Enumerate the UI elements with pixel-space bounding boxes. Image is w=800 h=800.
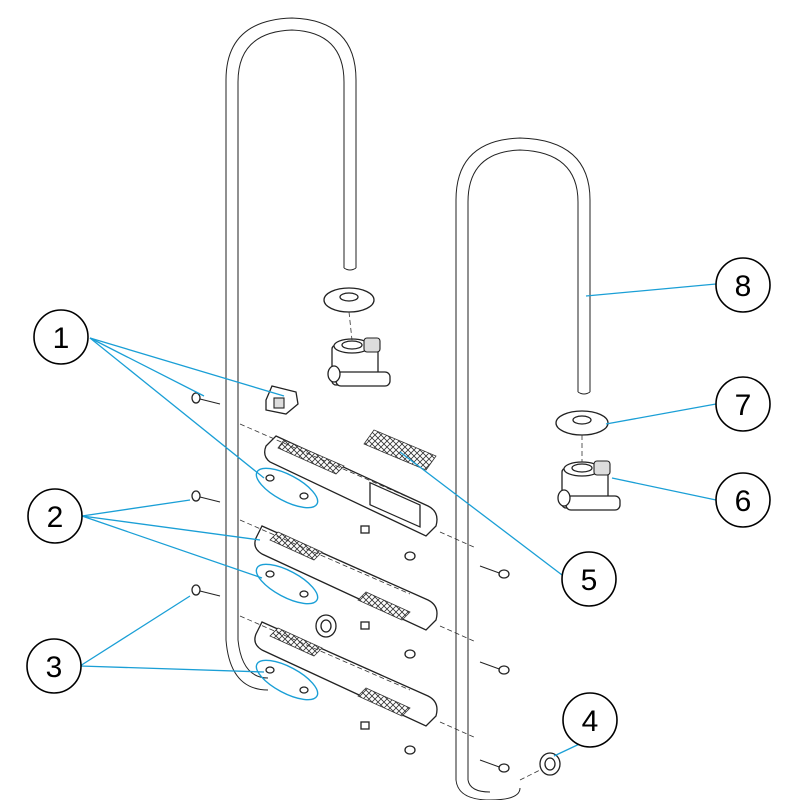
assembly-lines (239, 423, 477, 739)
left-clamp (327, 337, 391, 387)
callout-1-label: 1 (53, 322, 70, 355)
callout-6: 6 (715, 472, 771, 528)
right-clamp (557, 460, 621, 511)
right-washer (555, 410, 609, 436)
callout-7: 7 (715, 376, 771, 432)
callout-7-label: 7 (735, 389, 752, 422)
callout-8: 8 (715, 257, 771, 313)
end-cap-left (315, 614, 337, 638)
step-fasteners (265, 474, 416, 755)
end-cap-right (519, 752, 561, 781)
left-washer (323, 287, 375, 313)
callout-4-label: 4 (582, 705, 599, 738)
step-top (264, 435, 438, 537)
callout-2: 2 (27, 488, 83, 544)
step-bottom (254, 621, 438, 727)
leader-lines (79, 283, 717, 757)
anti-slip-pad (363, 429, 437, 471)
left-bolts (191, 392, 221, 597)
highlight-ring-3 (255, 659, 319, 701)
callout-3-label: 3 (46, 651, 63, 684)
highlight-ring-2 (255, 563, 319, 605)
callout-3: 3 (26, 638, 82, 694)
callout-1: 1 (33, 309, 89, 365)
callout-6-label: 6 (735, 485, 752, 518)
right-bolts (479, 565, 510, 773)
callout-4: 4 (562, 692, 618, 748)
callout-5: 5 (561, 551, 617, 607)
step-bracket (265, 385, 299, 415)
callout-8-label: 8 (735, 270, 752, 303)
step-middle (254, 525, 438, 631)
right-handrail (455, 137, 591, 800)
callout-5-label: 5 (581, 564, 598, 597)
callout-2-label: 2 (47, 501, 64, 534)
left-handrail (225, 17, 357, 691)
